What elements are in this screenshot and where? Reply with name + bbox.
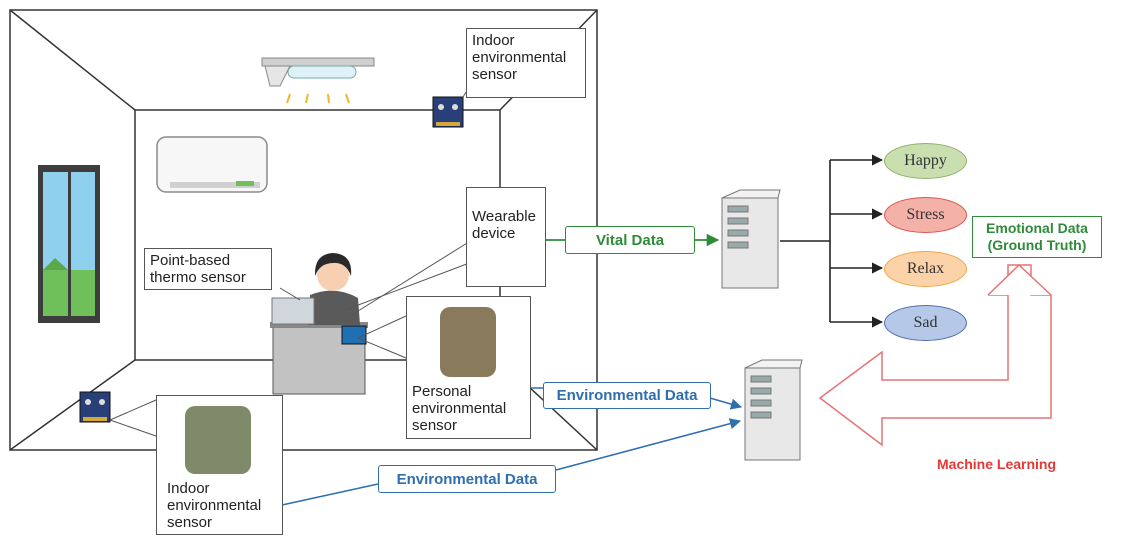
machine-learning-label: Machine Learning	[937, 456, 1057, 472]
emotion-happy: Happy	[884, 143, 967, 179]
personal-sensor-text: Personal environmental sensor	[412, 383, 507, 434]
ceiling-lamp-illustration	[261, 57, 375, 104]
personal-sensor-photo	[440, 307, 496, 377]
indoor-sensor-board-bottom	[79, 391, 111, 423]
indoor-sensor-photo	[185, 406, 251, 474]
environmental-data-label-upper: Environmental Data	[543, 382, 711, 409]
vital-data-label: Vital Data	[565, 226, 695, 254]
point-thermo-sensor-label: Point-based thermo sensor	[144, 248, 272, 290]
indoor-sensor-bottom-text: Indoor environmental sensor	[167, 480, 262, 531]
emotion-branches	[780, 154, 884, 328]
environmental-data-arrows	[281, 387, 743, 506]
indoor-sensor-board-top	[432, 96, 464, 128]
indoor-sensor-bottom-label: Indoor environmental sensor	[156, 395, 283, 535]
ground-truth-line2: (Ground Truth)	[987, 237, 1087, 253]
wearable-device-label: Wearable device	[466, 187, 546, 287]
server-bottom	[744, 359, 803, 461]
environmental-data-label-lower: Environmental Data	[378, 465, 556, 493]
wearable-device-text: Wearable device	[472, 208, 536, 242]
person-illustration	[271, 253, 360, 325]
window-illustration	[38, 165, 100, 323]
ground-truth-line1: Emotional Data	[986, 220, 1088, 236]
server-top	[721, 189, 781, 289]
emotional-data-ground-truth: Emotional Data (Ground Truth)	[972, 216, 1102, 258]
emotion-sad: Sad	[884, 305, 967, 341]
emotion-relax: Relax	[884, 251, 967, 287]
indoor-sensor-top-label: Indoor environmental sensor	[466, 28, 586, 98]
emotion-stress: Stress	[884, 197, 967, 233]
personal-sensor-board	[341, 325, 367, 345]
personal-sensor-label: Personal environmental sensor	[406, 296, 531, 439]
air-conditioner-illustration	[156, 136, 268, 193]
